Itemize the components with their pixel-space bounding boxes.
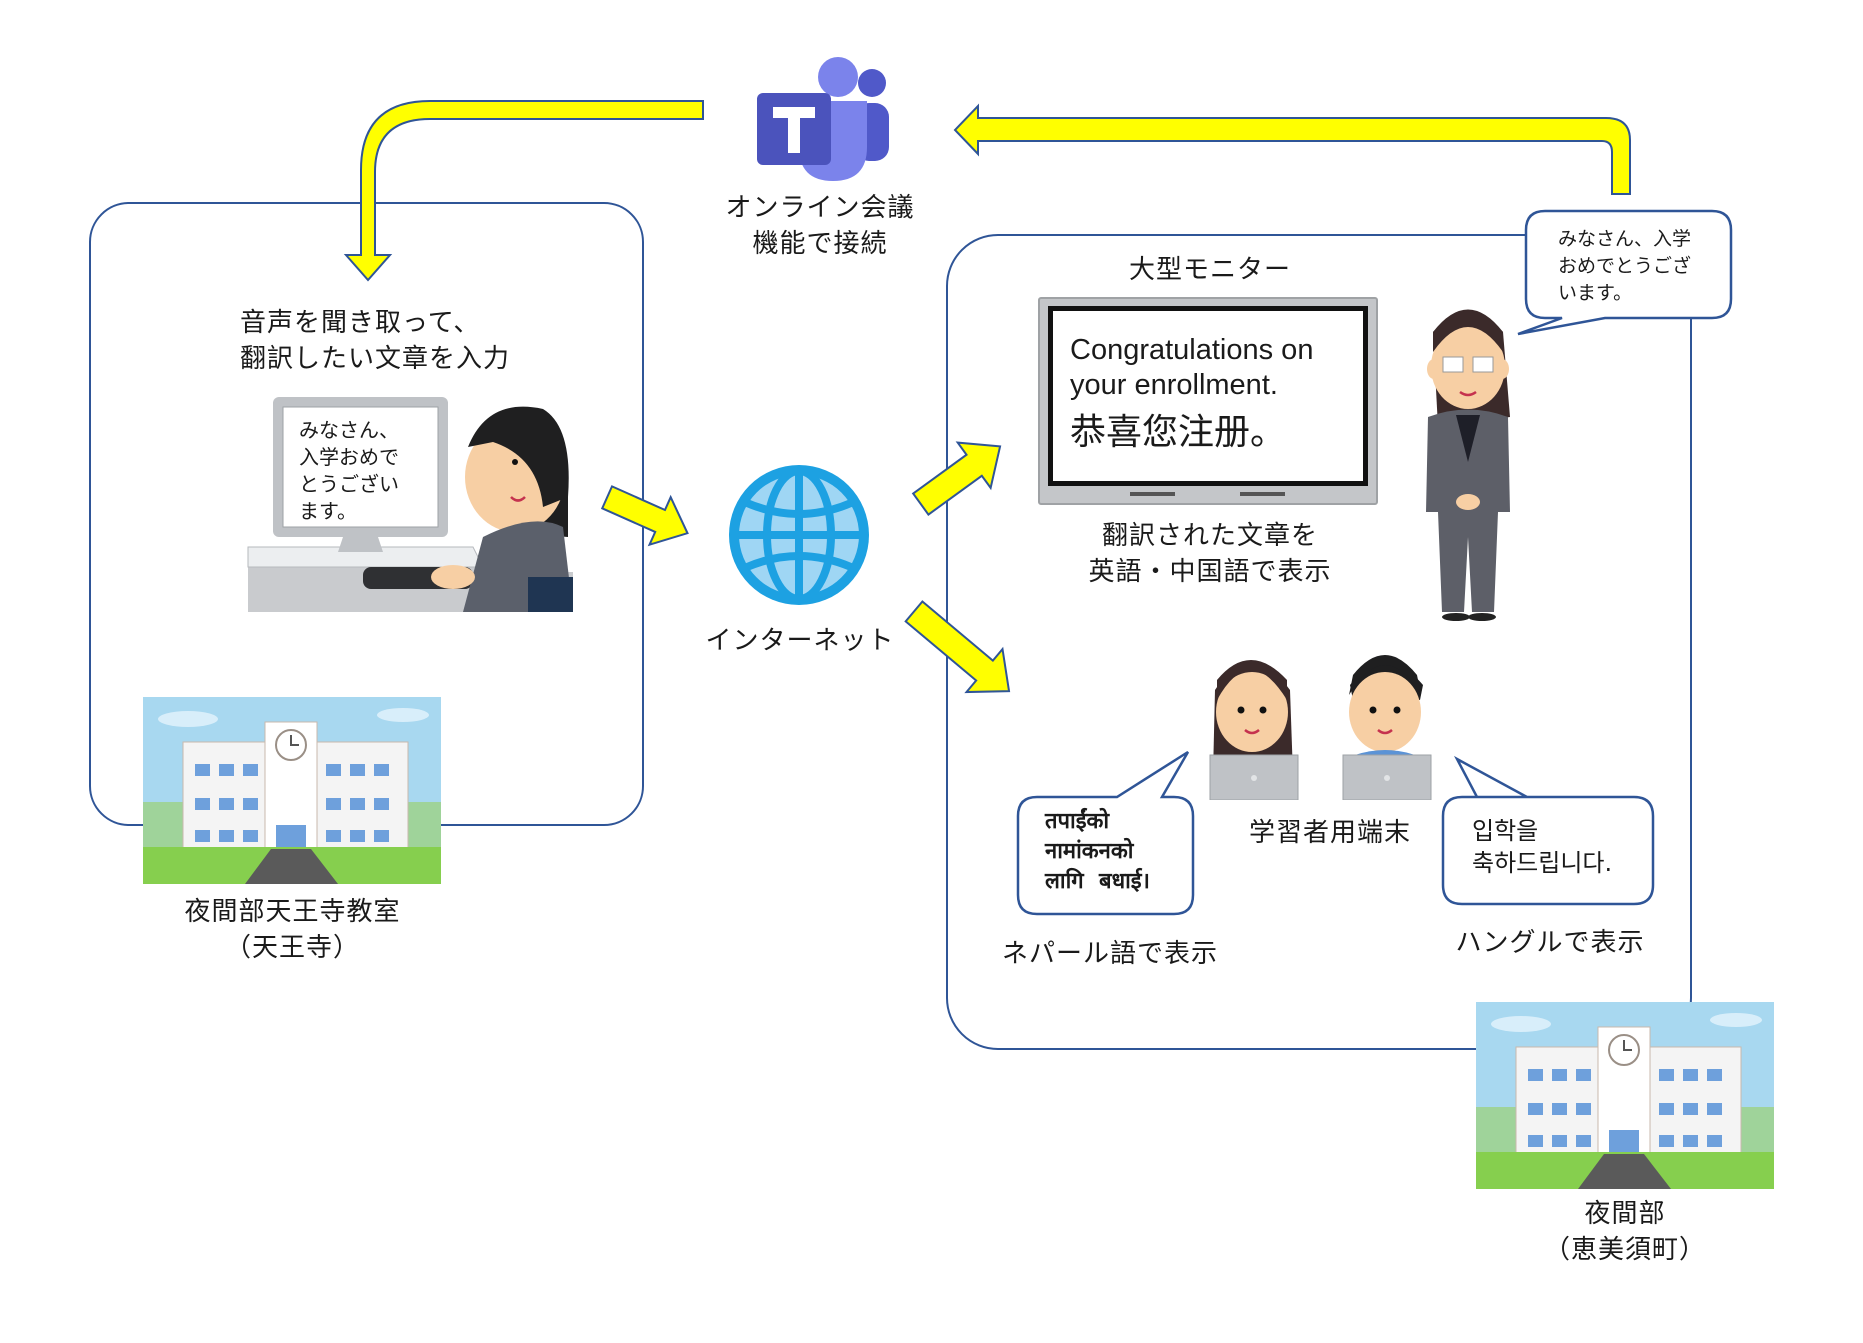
internet-globe bbox=[727, 463, 871, 607]
monitor-caption: 翻訳された文章を 英語・中国語で表示 bbox=[1088, 521, 1332, 587]
school-building-ebisucho-image bbox=[1476, 1002, 1774, 1189]
learners-with-laptops-illustration bbox=[1205, 640, 1445, 801]
large-monitor: Congratulations on your enrollment. 恭喜您注… bbox=[1038, 297, 1378, 505]
globe-icon bbox=[729, 465, 869, 605]
monitor-text-english: Congratulations on your enrollment. bbox=[1070, 334, 1314, 401]
korean-bubble-text: 입학을 축하드립니다. bbox=[1472, 817, 1613, 877]
arrow-internet-to-devices bbox=[904, 600, 1011, 694]
arrow-right-site-to-teams bbox=[953, 103, 1631, 195]
korean-caption: ハングルで表示 bbox=[1455, 928, 1645, 958]
teacher-speech-text: みなさん、入学 おめでとうござ います。 bbox=[1558, 228, 1692, 304]
microsoft-teams-icon bbox=[757, 57, 889, 181]
monitor-title: 大型モニター bbox=[1128, 255, 1291, 285]
arrow-teams-to-left-site bbox=[343, 100, 704, 282]
tennoji-building-caption: 夜間部天王寺教室 （天王寺） bbox=[184, 897, 401, 963]
teacher-illustration bbox=[1418, 297, 1518, 622]
input-instruction: 音声を聞き取って、 翻訳したい文章を入力 bbox=[240, 308, 511, 374]
nepali-caption: ネパール語で表示 bbox=[1001, 939, 1218, 969]
pc-screen-text: みなさん、 入学おめで とうござい ます。 bbox=[299, 418, 399, 523]
arrow-internet-to-monitor bbox=[911, 441, 1002, 516]
school-building-tennoji-image bbox=[143, 697, 441, 884]
monitor-speaker-right bbox=[1240, 492, 1285, 496]
internet-caption: インターネット bbox=[705, 626, 895, 656]
teacher-speech-bubble bbox=[1517, 209, 1733, 336]
teams-logo bbox=[755, 55, 890, 181]
operator-at-pc-illustration: みなさん、 入学おめで とうござい ます。 bbox=[243, 387, 573, 612]
ebisucho-building-caption: 夜間部 （恵美須町） bbox=[1543, 1199, 1706, 1265]
teams-caption: オンライン会議 機能で接続 bbox=[725, 193, 915, 259]
arrow-pc-to-internet bbox=[600, 485, 689, 547]
learner-devices-caption: 学習者用端末 bbox=[1248, 818, 1411, 848]
nepali-speech-bubble bbox=[1016, 750, 1195, 916]
monitor-screen: Congratulations on your enrollment. 恭喜您注… bbox=[1048, 306, 1368, 486]
monitor-text-chinese: 恭喜您注册。 bbox=[1070, 412, 1287, 453]
korean-speech-bubble bbox=[1441, 755, 1655, 906]
nepali-bubble-text: तपाईंको नामांकनको लागि बधाई। bbox=[1045, 809, 1150, 894]
monitor-speaker-left bbox=[1130, 492, 1175, 496]
